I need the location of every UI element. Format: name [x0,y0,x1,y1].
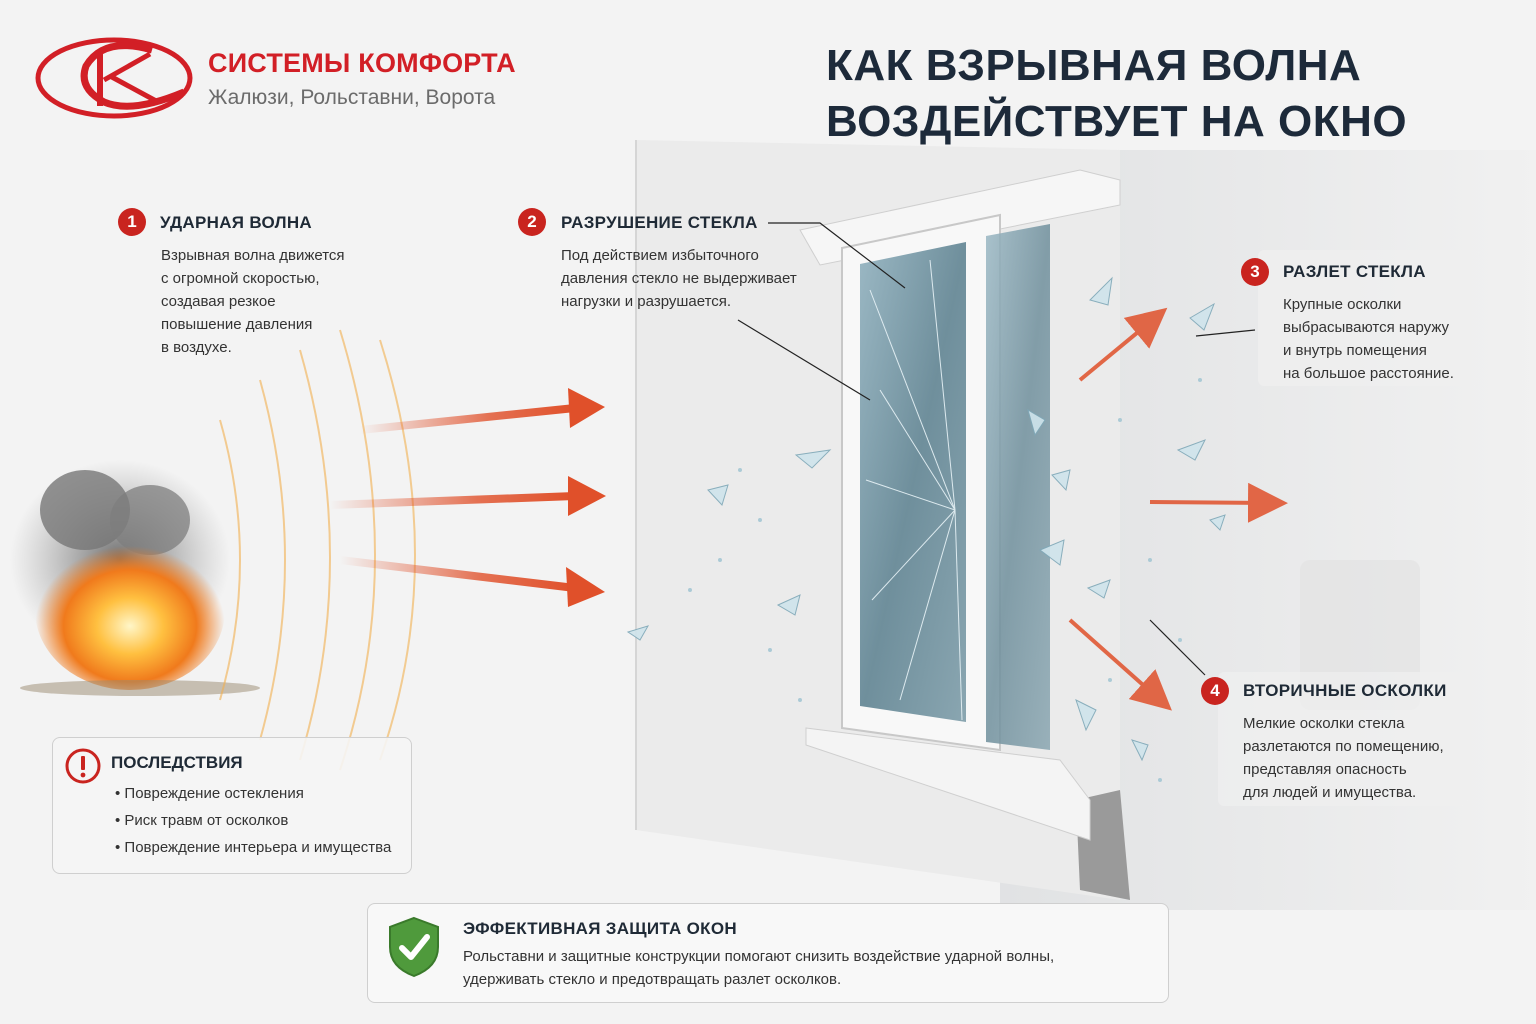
list-item: Повреждение остекления [115,785,391,812]
step-1-text: Взрывная волна движется с огромной скоро… [161,244,345,359]
protection-line: удерживать стекло и предотвращать разлет… [463,971,842,988]
step-3-title: РАЗЛЕТ СТЕКЛА [1283,262,1426,281]
consequences-title: ПОСЛЕДСТВИЯ [111,753,243,772]
step-4-title: ВТОРИЧНЫЕ ОСКОЛКИ [1243,681,1447,700]
step-1-line: в воздухе. [161,339,232,356]
protection-title: ЭФФЕКТИВНАЯ ЗАЩИТА ОКОН [463,919,737,938]
brand-tagline: Жалюзи, Рольставни, Ворота [208,86,496,109]
step-4-number: 4 [1201,677,1229,705]
step-2-text: Под действием избыточного давления стекл… [561,244,797,313]
step-1-line: создавая резкое [161,293,276,310]
step-3-number: 3 [1241,258,1269,286]
step-4-line: представляя опасность [1243,761,1407,778]
step-3-line: выбрасываются наружу [1283,319,1450,336]
consequences-card: ПОСЛЕДСТВИЯ Повреждение остекления Риск … [52,737,412,874]
step-3-text: Крупные осколки выбрасываются наружу и в… [1283,293,1454,385]
step-4-line: разлетаются по помещению, [1243,738,1444,755]
protection-card: ЭФФЕКТИВНАЯ ЗАЩИТА ОКОН Рольставни и защ… [367,903,1169,1003]
brand-logo-icon [35,37,193,119]
step-4-line: Мелкие осколки стекла [1243,715,1405,732]
step-3-line: Крупные осколки [1283,296,1402,313]
consequences-list: Повреждение остекления Риск травм от оск… [115,785,391,866]
protection-text: Рольставни и защитные конструкции помога… [463,945,1054,991]
step-4-line: для людей и имущества. [1243,784,1417,801]
step-4-card [1218,672,1468,806]
shield-check-icon [389,916,439,978]
step-1-number: 1 [118,208,146,236]
list-item: Повреждение интерьера и имущества [115,839,391,866]
brand-name: СИСТЕМЫ КОМФОРТА [208,48,516,78]
step-3-card [1258,250,1480,386]
step-2-line: нагрузки и разрушается. [561,293,732,310]
step-2-number: 2 [518,208,546,236]
step-3-line: и внутрь помещения [1283,342,1427,359]
step-3-line: на большое расстояние. [1283,365,1454,382]
step-2-line: давления стекло не выдерживает [561,270,797,287]
step-1-line: с огромной скоростью, [161,270,320,287]
step-4-text: Мелкие осколки стекла разлетаются по пом… [1243,712,1444,804]
step-1-line: повышение давления [161,316,313,333]
page-title-line-1: КАК ВЗРЫВНАЯ ВОЛНА [826,41,1362,90]
step-1-title: УДАРНАЯ ВОЛНА [160,213,312,232]
step-2-line: Под действием избыточного [561,247,759,264]
step-1-line: Взрывная волна движется [161,247,345,264]
page-title-line-2: ВОЗДЕЙСТВУЕТ НА ОКНО [826,97,1408,146]
warning-icon [65,748,101,784]
step-2-title: РАЗРУШЕНИЕ СТЕКЛА [561,213,758,232]
list-item: Риск травм от осколков [115,812,391,839]
protection-line: Рольставни и защитные конструкции помога… [463,948,1055,965]
page-title: КАК ВЗРЫВНАЯ ВОЛНА ВОЗДЕЙСТВУЕТ НА ОКНО [826,38,1407,150]
